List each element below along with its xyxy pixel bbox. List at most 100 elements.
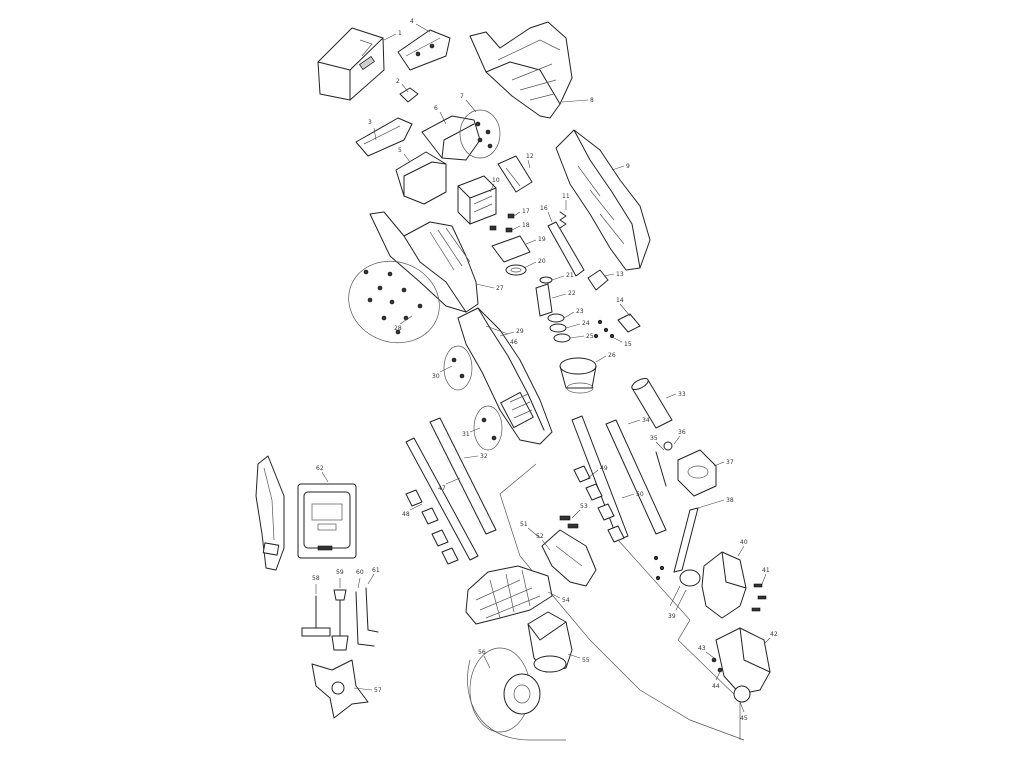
tube-right bbox=[571, 415, 667, 541]
label-52: 52 bbox=[536, 533, 544, 540]
battery-cover bbox=[397, 29, 451, 71]
label-11: 11 bbox=[562, 193, 570, 200]
label-55: 55 bbox=[582, 657, 590, 664]
label-59: 59 bbox=[336, 569, 344, 576]
label-44: 44 bbox=[712, 683, 720, 690]
label-56: 56 bbox=[478, 649, 486, 656]
motor-shroud bbox=[395, 151, 447, 205]
motor-cap bbox=[421, 115, 493, 161]
motor bbox=[457, 175, 497, 225]
label-40: 40 bbox=[740, 539, 748, 546]
label-62: 62 bbox=[316, 465, 324, 472]
label-37: 37 bbox=[726, 459, 734, 466]
label-1: 1 bbox=[398, 30, 402, 37]
label-13: 13 bbox=[616, 271, 624, 278]
label-39: 39 bbox=[668, 613, 676, 620]
handle-bar bbox=[673, 507, 699, 573]
callouts: 1 4 2 8 3 6 7 5 12 9 10 11 16 17 18 19 2… bbox=[312, 18, 778, 722]
label-5: 5 bbox=[398, 147, 402, 154]
label-47: 47 bbox=[438, 485, 446, 492]
gear-cap bbox=[491, 235, 531, 263]
label-25: 25 bbox=[586, 333, 594, 340]
label-42: 42 bbox=[770, 631, 778, 638]
label-51: 51 bbox=[520, 521, 528, 528]
label-38: 38 bbox=[726, 497, 734, 504]
cutting-blade bbox=[311, 659, 369, 719]
label-35: 35 bbox=[650, 435, 658, 442]
housing-lower bbox=[369, 211, 479, 313]
screws-41 bbox=[751, 583, 767, 612]
label-49: 49 bbox=[600, 465, 608, 472]
screw-cluster bbox=[363, 269, 423, 335]
label-2: 2 bbox=[396, 78, 400, 85]
bushings-left bbox=[405, 489, 459, 565]
label-48: 48 bbox=[402, 511, 410, 518]
screw-pair-outline-2 bbox=[473, 405, 503, 451]
label-50: 50 bbox=[636, 491, 644, 498]
drive-shaft-top bbox=[535, 283, 553, 317]
socket-wrench bbox=[301, 595, 331, 637]
screw-group-outline bbox=[459, 109, 501, 159]
label-29: 29 bbox=[516, 328, 524, 335]
small-latch bbox=[399, 87, 419, 103]
washer-1 bbox=[539, 276, 553, 284]
label-46: 46 bbox=[510, 339, 518, 346]
label-16: 16 bbox=[540, 205, 548, 212]
battery-pack bbox=[317, 27, 385, 101]
label-34: 34 bbox=[642, 417, 650, 424]
label-20: 20 bbox=[538, 258, 546, 265]
label-33: 33 bbox=[678, 391, 686, 398]
spring bbox=[559, 211, 567, 229]
auxiliary-handle bbox=[669, 551, 747, 619]
label-19: 19 bbox=[538, 236, 546, 243]
label-24: 24 bbox=[582, 320, 590, 327]
label-7: 7 bbox=[460, 93, 464, 100]
label-32: 32 bbox=[480, 453, 488, 460]
label-15: 15 bbox=[624, 341, 632, 348]
gear-head bbox=[527, 611, 573, 673]
label-18: 18 bbox=[522, 222, 530, 229]
spanner bbox=[331, 589, 349, 651]
label-4: 4 bbox=[410, 18, 414, 25]
assembly-outline-2 bbox=[617, 539, 741, 740]
label-10: 10 bbox=[492, 177, 500, 184]
screw-pair-outline-1 bbox=[443, 345, 473, 391]
washers-dots bbox=[653, 555, 665, 581]
label-21: 21 bbox=[566, 272, 574, 279]
label-26: 26 bbox=[608, 352, 616, 359]
label-45: 45 bbox=[740, 715, 748, 722]
knob-housing bbox=[711, 627, 771, 703]
switch-plate bbox=[593, 313, 641, 339]
label-30: 30 bbox=[432, 373, 440, 380]
guard-bracket bbox=[541, 515, 597, 587]
label-27: 27 bbox=[496, 285, 504, 292]
cylinder-33 bbox=[631, 377, 673, 429]
label-60: 60 bbox=[356, 569, 364, 576]
label-43: 43 bbox=[698, 645, 706, 652]
shaft-housing bbox=[555, 129, 651, 271]
label-57: 57 bbox=[374, 687, 382, 694]
switch-bracket bbox=[355, 117, 413, 157]
tube-left bbox=[405, 417, 497, 561]
label-17: 17 bbox=[522, 208, 530, 215]
label-22: 22 bbox=[568, 290, 576, 297]
label-61: 61 bbox=[372, 567, 380, 574]
bearing-1 bbox=[505, 264, 527, 276]
clamp-13 bbox=[587, 269, 609, 291]
bushings-right bbox=[573, 465, 625, 543]
label-54: 54 bbox=[562, 597, 570, 604]
label-31: 31 bbox=[462, 431, 470, 438]
label-23: 23 bbox=[576, 308, 584, 315]
clamp-bracket bbox=[655, 441, 717, 497]
label-3: 3 bbox=[368, 119, 372, 126]
coupling-26 bbox=[559, 357, 597, 394]
trimmer-spool bbox=[467, 647, 566, 741]
label-36: 36 bbox=[678, 429, 686, 436]
label-8: 8 bbox=[590, 97, 594, 104]
label-9: 9 bbox=[626, 163, 630, 170]
assembly-outline-1 bbox=[499, 463, 745, 741]
screw-17 bbox=[489, 213, 515, 233]
lever-link bbox=[547, 221, 585, 277]
pcb-board bbox=[497, 155, 533, 193]
